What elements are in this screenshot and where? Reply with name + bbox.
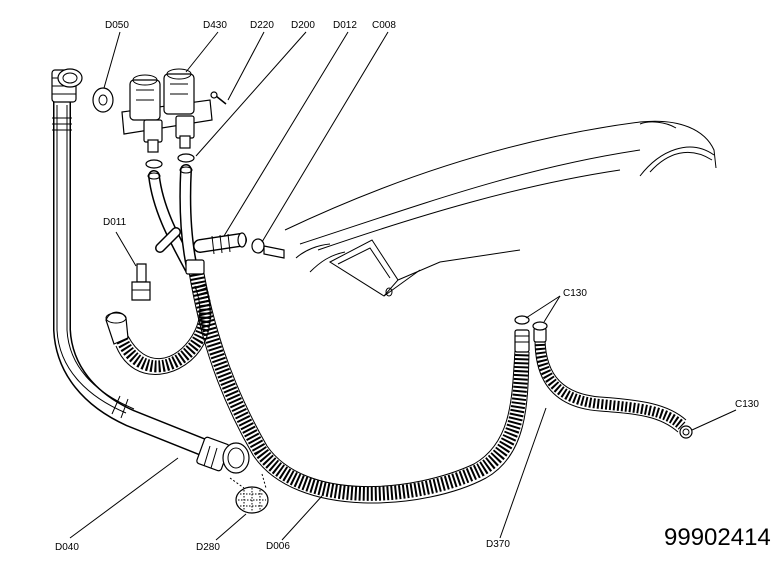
elbow-corrugated-hose — [105, 283, 212, 375]
part-labels: D050 D430 D220 D200 D012 C008 D011 C130 … — [55, 20, 759, 553]
drawing-number: 99902414 — [664, 524, 771, 551]
screw-d220 — [210, 91, 227, 105]
label-d011: D011 — [103, 217, 127, 228]
label-d220: D220 — [250, 20, 274, 31]
label-d370: D370 — [486, 539, 510, 550]
corrugated-hose-d006 — [185, 259, 530, 504]
connector-d012 — [193, 232, 247, 255]
machine-body-outline — [284, 120, 717, 297]
label-d430: D430 — [203, 20, 227, 31]
clamp-c130-top — [514, 315, 548, 331]
valve-outlet-hoses — [147, 164, 198, 274]
inlet-hose-d040 — [51, 68, 250, 474]
label-d012: D012 — [333, 20, 357, 31]
label-d040: D040 — [55, 542, 79, 553]
label-d280: D280 — [196, 542, 220, 553]
filter-d280 — [229, 473, 269, 514]
label-d200: D200 — [291, 20, 315, 31]
inlet-valve-d430 — [121, 68, 213, 153]
clamp-c130-right — [679, 425, 693, 439]
pipe-d011 — [131, 263, 151, 301]
clip-c008 — [251, 238, 285, 259]
label-c130-right: C130 — [735, 399, 759, 410]
label-d050: D050 — [105, 20, 129, 31]
label-d006: D006 — [266, 541, 290, 552]
washer-d050 — [92, 87, 114, 113]
label-c130-top: C130 — [563, 288, 587, 299]
label-c008: C008 — [372, 20, 396, 31]
leader-lines — [69, 31, 737, 541]
clips-d200 — [145, 153, 195, 169]
hose-d370 — [533, 327, 687, 433]
